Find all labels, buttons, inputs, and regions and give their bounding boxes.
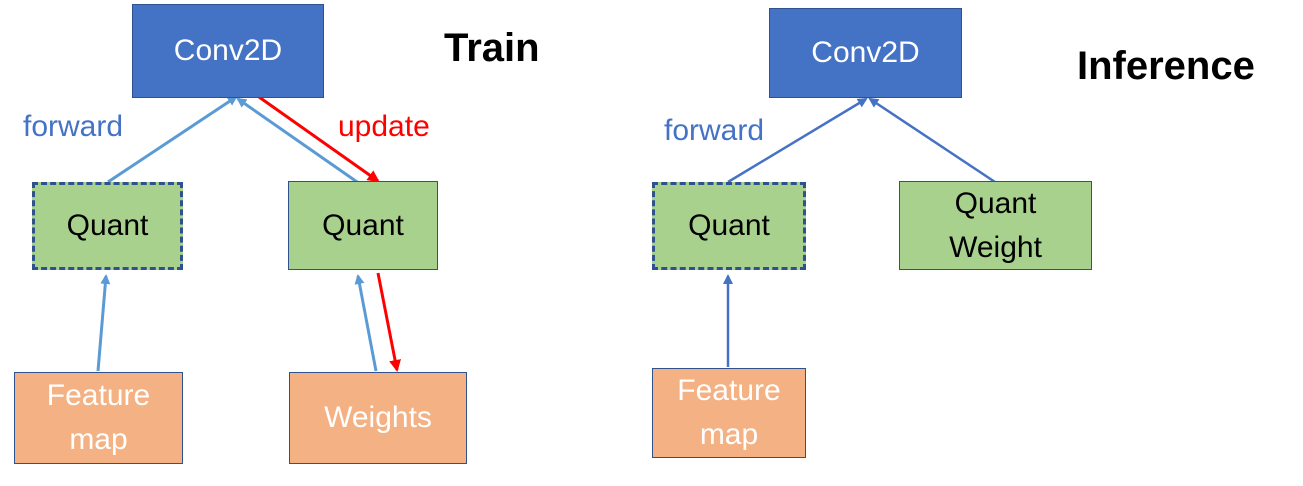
inference-forward-arrow-weight-to-conv (868, 97, 996, 184)
train-update-arrow-conv-to-quant (258, 95, 380, 183)
train-update-label: update (338, 110, 430, 143)
inference-feature-map-line-2: map (699, 418, 759, 451)
train-title: Train (444, 26, 540, 70)
train-forward-arrow-weight-to-conv (236, 97, 361, 186)
train-feature-map-line-2: map (69, 423, 128, 456)
inference-forward-arrow-feature-to-conv (727, 97, 868, 184)
inference-conv2d-node: Conv2D (769, 8, 962, 98)
train-feature-map-node: Feature map (14, 372, 183, 464)
inference-feature-map-node: Feature map (652, 368, 806, 458)
train-forward-arrow-featuremap-to-quant (96, 274, 111, 372)
inference-forward-label: forward (664, 114, 765, 147)
inference-feature-map-line-1: Feature (677, 374, 781, 407)
train-feature-map-line-1: Feature (46, 379, 151, 412)
train-forward-label: forward (23, 110, 124, 143)
train-weights-node: Weights (289, 372, 467, 464)
train-forward-arrow-feature-to-conv (107, 95, 238, 184)
train-update-arrow-quant-to-weights (376, 272, 401, 372)
inference-quant-weight-line-2: Weight (949, 230, 1042, 264)
inference-title: Inference (1077, 44, 1255, 88)
train-quant-weight-node: Quant (288, 181, 438, 270)
train-conv2d-node: Conv2D (132, 4, 324, 98)
inference-quant-weight-node: Quant Weight (899, 181, 1092, 270)
inference-quant-weight-line-1: Quant (954, 186, 1037, 220)
inference-quant-feature-node: Quant (652, 182, 806, 270)
train-quant-feature-node: Quant (32, 182, 183, 270)
train-forward-arrow-weights-to-quant (354, 274, 378, 372)
